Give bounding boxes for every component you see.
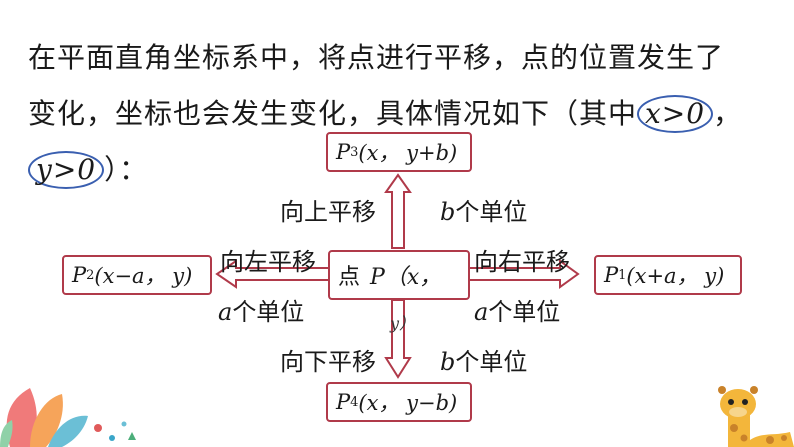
label-up-unit: b个单位 [440,198,528,226]
label-up-move: 向上平移 [280,198,376,226]
center-overflow-text: y） [390,314,416,333]
condition-y: y>0 [28,151,105,189]
intro-line-3: y>0）： [28,142,788,198]
left-arrow [215,259,331,289]
label-down-move: 向下平移 [280,348,376,376]
label-right-move: 向右平移 [474,248,570,276]
intro-text: 在平面直角坐标系中，将点进行平移，点的位置发生了 变化，坐标也会发生变化，具体情… [28,30,788,198]
condition-x: x>0 [637,95,714,133]
intro-line-1: 在平面直角坐标系中，将点进行平移，点的位置发生了 [28,41,725,74]
giraffe-icon [718,386,794,447]
right-arrow [467,259,580,289]
label-left-move: 向左平移 [220,248,316,276]
label-left-unit: a个单位 [218,298,305,326]
down-arrow [384,299,412,379]
label-right-unit: a个单位 [474,298,561,326]
up-arrow [384,173,412,249]
leaf-plant-icon [0,388,136,447]
label-down-unit: b个单位 [440,348,528,376]
